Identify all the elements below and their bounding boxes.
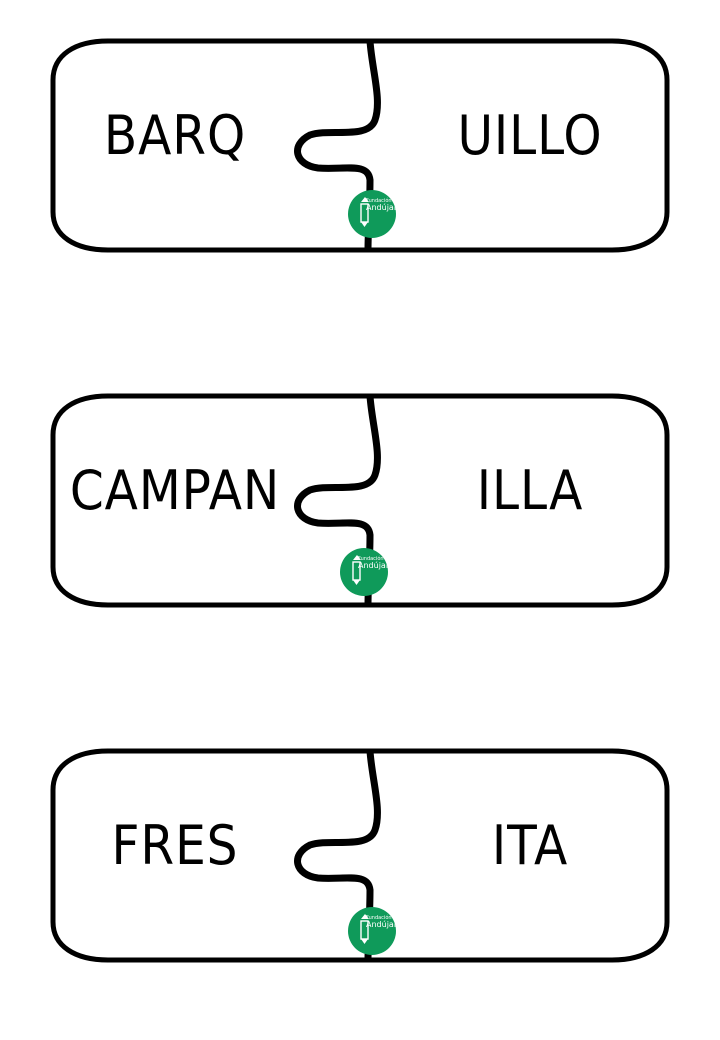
puzzle-outline <box>50 748 670 963</box>
puzzle-piece-1: BARQ UILLO Fundación Andújar <box>0 30 720 270</box>
puzzle-outline <box>50 393 670 608</box>
pencil-logo-icon <box>360 914 369 944</box>
fundacion-andujar-logo: Fundación Andújar <box>348 190 396 238</box>
syllable-left: BARQ <box>103 104 247 167</box>
puzzle-piece-2: CAMPAN ILLA Fundación Andújar <box>0 385 720 625</box>
logo-small-text: Fundación <box>366 915 392 921</box>
logo-small-text: Fundación <box>358 556 384 562</box>
syllable-left: CAMPAN <box>69 459 281 522</box>
logo-big-text: Andújar <box>366 920 396 929</box>
syllable-right: UILLO <box>457 104 603 167</box>
fundacion-andujar-logo: Fundación Andújar <box>348 907 396 955</box>
puzzle-outline <box>50 38 670 253</box>
logo-small-text: Fundación <box>366 198 392 204</box>
fundacion-andujar-logo: Fundación Andújar <box>340 548 388 596</box>
syllable-right: ILLA <box>476 459 584 522</box>
syllable-right: ITA <box>491 814 569 877</box>
pencil-logo-icon <box>352 555 361 585</box>
puzzle-piece-3: FRES ITA Fundación Andújar <box>0 740 720 980</box>
syllable-left: FRES <box>111 814 239 877</box>
pencil-logo-icon <box>360 197 369 227</box>
logo-big-text: Andújar <box>358 561 388 570</box>
logo-big-text: Andújar <box>366 203 396 212</box>
